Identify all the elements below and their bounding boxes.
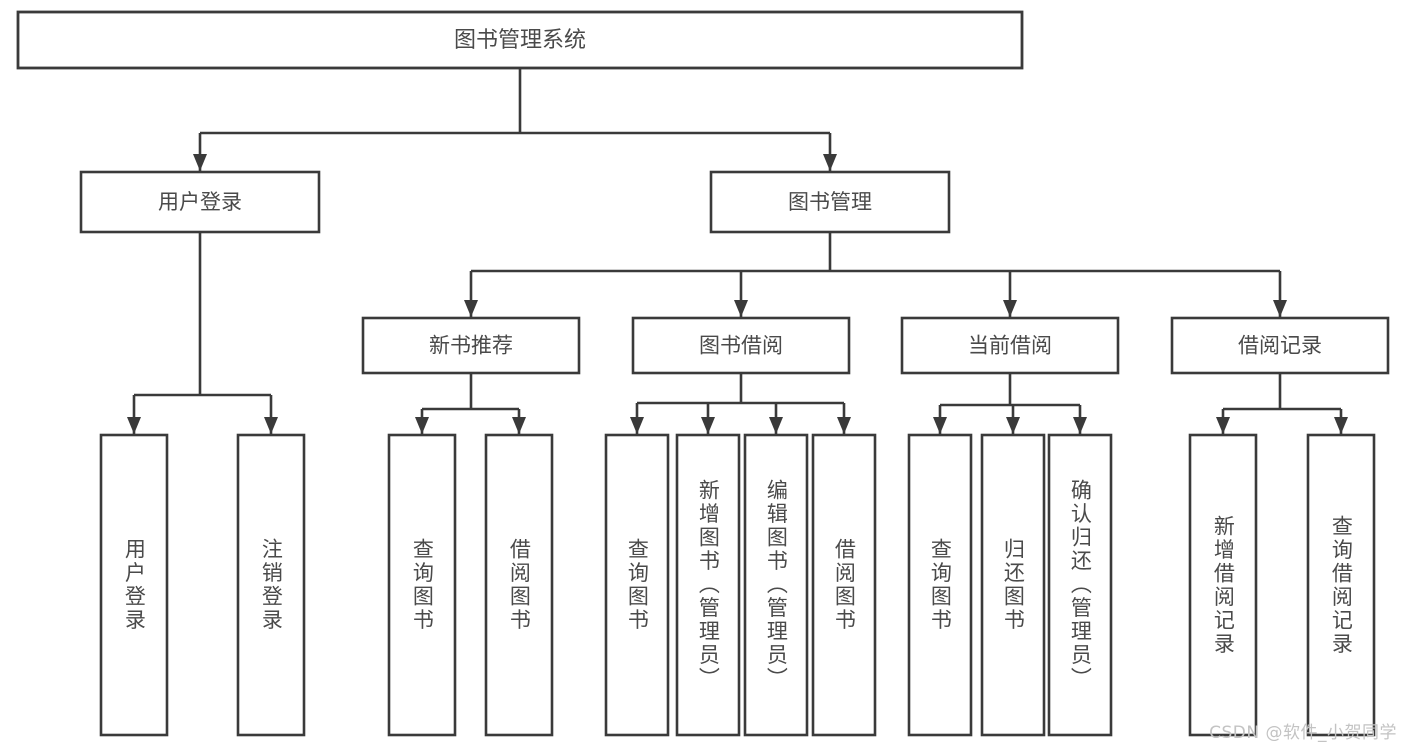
- leaf-node-box-11: [1188, 433, 1258, 737]
- level1-node-label-0: 用户登录: [158, 190, 242, 214]
- leaf-node-box-10: [1047, 433, 1113, 737]
- level2-node-box-2: [900, 316, 1120, 375]
- arrow-icon-root-0: [193, 154, 207, 171]
- leaf-node-box-5: [675, 433, 741, 737]
- leaf-node-box-6: [743, 433, 809, 737]
- level2-node-box-0: [361, 316, 581, 375]
- arrow-icon-booksmgmt-2: [1003, 300, 1017, 317]
- csdn-watermark: CSDN @软件_小贺同学: [1209, 723, 1397, 743]
- arrow-icon-root-1: [823, 154, 837, 171]
- arrow-icon-newbooks-0: [415, 417, 429, 434]
- arrow-icon-current-2: [1073, 417, 1087, 434]
- arrow-icon-current-0: [933, 417, 947, 434]
- arrow-icon-records-0: [1216, 417, 1230, 434]
- level1-node-box-1: [709, 170, 951, 234]
- box-layer: [16, 10, 1390, 737]
- leaf-node-box-7: [811, 433, 877, 737]
- arrow-icon-login-0: [127, 417, 141, 434]
- edge-layer: [127, 68, 1348, 434]
- level2-node-box-3: [1170, 316, 1390, 375]
- leaf-node-box-2: [387, 433, 457, 737]
- arrow-icon-current-1: [1006, 417, 1020, 434]
- arrow-icon-borrow-3: [837, 417, 851, 434]
- arrow-icon-borrow-1: [701, 417, 715, 434]
- arrow-icon-borrow-2: [769, 417, 783, 434]
- leaf-node-box-9: [980, 433, 1046, 737]
- leaf-node-box-3: [484, 433, 554, 737]
- level2-node-label-2: 当前借阅: [968, 334, 1052, 358]
- level2-node-label-3: 借阅记录: [1238, 334, 1322, 358]
- level2-node-box-1: [631, 316, 851, 375]
- level2-node-label-1: 图书借阅: [699, 334, 783, 358]
- level1-node-label-1: 图书管理: [788, 190, 872, 214]
- leaf-node-box-4: [604, 433, 670, 737]
- arrow-icon-borrow-0: [630, 417, 644, 434]
- arrow-icon-newbooks-1: [512, 417, 526, 434]
- arrow-icon-records-1: [1334, 417, 1348, 434]
- arrow-icon-booksmgmt-0: [464, 300, 478, 317]
- arrow-icon-login-1: [264, 417, 278, 434]
- level1-node-box-0: [79, 170, 321, 234]
- root-node-box-0: [16, 10, 1024, 70]
- leaf-node-box-0: [99, 433, 169, 737]
- arrow-icon-booksmgmt-3: [1273, 300, 1287, 317]
- level2-node-label-0: 新书推荐: [429, 334, 513, 358]
- leaf-node-box-12: [1306, 433, 1376, 737]
- leaf-node-box-8: [907, 433, 973, 737]
- leaf-node-box-1: [236, 433, 306, 737]
- root-node-label-0: 图书管理系统: [454, 28, 586, 53]
- arrow-icon-booksmgmt-1: [734, 300, 748, 317]
